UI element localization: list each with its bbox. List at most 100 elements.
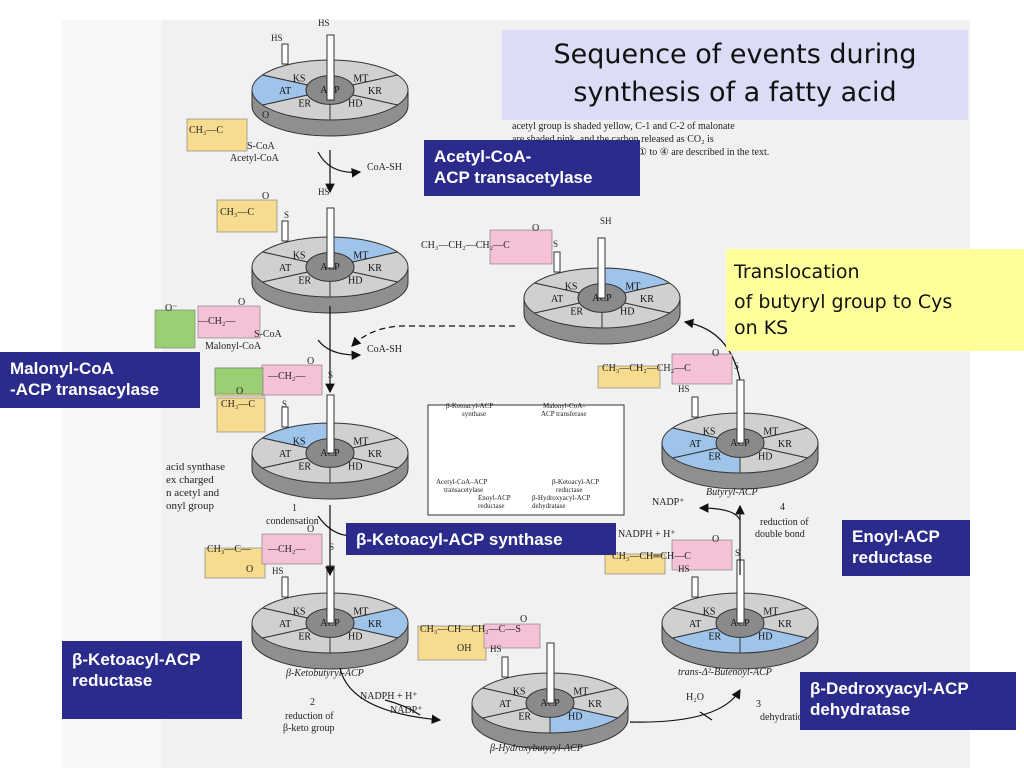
acp-arm <box>326 34 335 101</box>
segment-kr <box>549 687 629 719</box>
step-reduction-keto-1: reduction of <box>285 711 334 722</box>
highlight-acetyl-2 <box>216 199 278 233</box>
label-dehydratase: β-Dedroxyacyl-ACP dehydratase <box>800 672 1016 730</box>
segment-at <box>471 687 551 719</box>
thiol-hs-8: HS <box>490 644 502 654</box>
chem-butyryl-top: CH₃—CH₂—CH₂—C <box>602 363 691 374</box>
label-er-line-2: reductase <box>852 548 933 567</box>
thiol-hs-3: HS <box>318 187 330 197</box>
inset-at-2: transacetylase <box>444 486 484 494</box>
inset-kr-2: reductase <box>556 486 583 494</box>
highlight-butyryl-pink <box>489 229 553 265</box>
highlight-keto-pink <box>261 533 323 565</box>
segment-label-kr: KR <box>368 86 382 97</box>
chem-malonyl-o: O⁻ <box>165 303 178 314</box>
thiol-s-7: S <box>329 542 335 552</box>
enzyme-complex-c1: KSMTKRHDERATACP <box>251 34 409 137</box>
chem-keto-ch2: —CH₂— <box>268 544 306 555</box>
segment-label-mt: MT <box>625 282 640 293</box>
chem-o-6: O <box>236 386 244 397</box>
highlight-hydroxy-yellow <box>417 625 487 661</box>
chem-o-9: O <box>712 348 720 359</box>
inset-mt-2: ACP transferase <box>541 410 587 418</box>
segment-label-er: ER <box>708 631 721 642</box>
label-dh-line-1: β-Dedroxyacyl-ACP <box>810 679 969 698</box>
inset-at-1: Acetyl-CoA–ACP <box>436 478 488 486</box>
cys-peg <box>553 251 561 273</box>
enzyme-complex-c4: KSMTKRHDERATACP <box>251 394 409 500</box>
inset-hd-2: dehydratase <box>532 502 566 510</box>
title-line-1: Sequence of events during <box>553 39 917 70</box>
chem-malonyl-name: Malonyl-CoA <box>205 341 262 352</box>
enzyme-complex-c8: KSMTKRHDERATACP <box>471 642 629 750</box>
segment-at <box>251 251 331 283</box>
side-note-line-1: acid synthase <box>166 461 225 473</box>
enzyme-complex-c2: KSMTKRHDERATACP <box>251 207 409 314</box>
segment-label-at: AT <box>689 619 701 630</box>
label-kr-line-2: reductase <box>72 671 153 690</box>
label-acetyl-transacetylase: Acetyl-CoA- ACP transacetylase <box>424 140 640 196</box>
segment-label-ks: KS <box>703 427 716 438</box>
int-butyryl: Butyryl-ACP <box>706 487 758 498</box>
highlight-butenoyl-yellow <box>604 553 666 575</box>
highlight-acetyl-4 <box>216 397 266 433</box>
int-butenoyl: trans-Δ²-Butenoyl-ACP <box>678 667 772 678</box>
step-reduction-keto-2: β-keto group <box>283 723 335 734</box>
thiol-s-6: S <box>735 548 741 558</box>
highlight-butenoyl-pink <box>671 539 733 571</box>
thiol-s-1: S <box>284 210 290 220</box>
arrow-nadph-in <box>384 699 421 716</box>
step-reduction-double-1: reduction of <box>760 517 809 528</box>
translocation-box: Translocation of butyryl group to Cys on… <box>726 249 1024 351</box>
translocation-line-2: of butyryl group to Cys <box>734 291 953 313</box>
inset-border <box>427 404 625 516</box>
segment-label-er: ER <box>298 461 311 472</box>
cys-peg <box>691 396 699 418</box>
segment-label-mt: MT <box>573 687 588 698</box>
chem-o-10: O <box>712 534 720 545</box>
segment-label-ks: KS <box>565 282 578 293</box>
segment-label-er: ER <box>298 631 311 642</box>
coa-sh-1: CoA-SH <box>367 162 403 173</box>
segment-label-kr: KR <box>588 699 602 710</box>
highlight-group <box>154 118 733 661</box>
inset-kr-1: β-Ketoacyl-ACP <box>552 478 600 486</box>
highlight-malonyl-green-2 <box>214 367 264 395</box>
segment-label-hd: HD <box>348 98 362 109</box>
arrow-translocation <box>351 325 515 347</box>
header-note-line-1: acetyl group is shaded yellow, C-1 and C… <box>512 121 735 132</box>
title-line-2: synthesis of a fatty acid <box>573 77 897 108</box>
segment-label-hd: HD <box>758 631 772 642</box>
label-ketoacyl-synthase: β-Ketoacyl-ACP synthase <box>346 523 616 555</box>
step-n4: 4 <box>780 502 785 513</box>
segment-kr <box>739 607 819 639</box>
inset-ks-1: β-Ketoacyl-ACP <box>446 402 494 410</box>
chem-acetyl-1: CH₃—C <box>189 125 224 136</box>
step-n3: 3 <box>756 699 761 710</box>
thiol-hs-2: HS <box>271 33 283 43</box>
segment-at <box>661 607 741 639</box>
segment-label-at: AT <box>689 439 701 450</box>
thiol-hs-1: HS <box>318 18 330 28</box>
segment-label-ks: KS <box>293 607 306 618</box>
segment-at <box>251 607 331 639</box>
segment-label-er: ER <box>570 306 583 317</box>
segment-label-hd: HD <box>348 275 362 286</box>
segment-kr <box>329 251 409 283</box>
segment-kr <box>329 74 409 106</box>
cof-nadp-2: NADP⁺ <box>652 497 685 508</box>
cys-peg <box>281 43 289 65</box>
segment-label-kr: KR <box>778 619 792 630</box>
header-note-line-2: are shaded pink, and the carbon released… <box>512 134 714 145</box>
side-note-line-2: ex charged <box>166 474 214 486</box>
label-malonyl-transacylase: Malonyl-CoA -ACP transacylase <box>0 352 200 408</box>
acp-arm <box>736 379 745 444</box>
chem-hydroxy: CH₃—CH—CH₂—C—S <box>420 624 521 635</box>
chem-o-8: O <box>307 524 315 535</box>
step-reduction-double-2: double bond <box>755 529 805 540</box>
segment-label-mt: MT <box>353 437 368 448</box>
side-note-line-4: onyl group <box>166 500 214 512</box>
label-dh-line-2: dehydratase <box>810 700 911 719</box>
step-condensation: condensation <box>266 516 319 527</box>
chem-acetyl-2: CH₃—C <box>220 207 255 218</box>
